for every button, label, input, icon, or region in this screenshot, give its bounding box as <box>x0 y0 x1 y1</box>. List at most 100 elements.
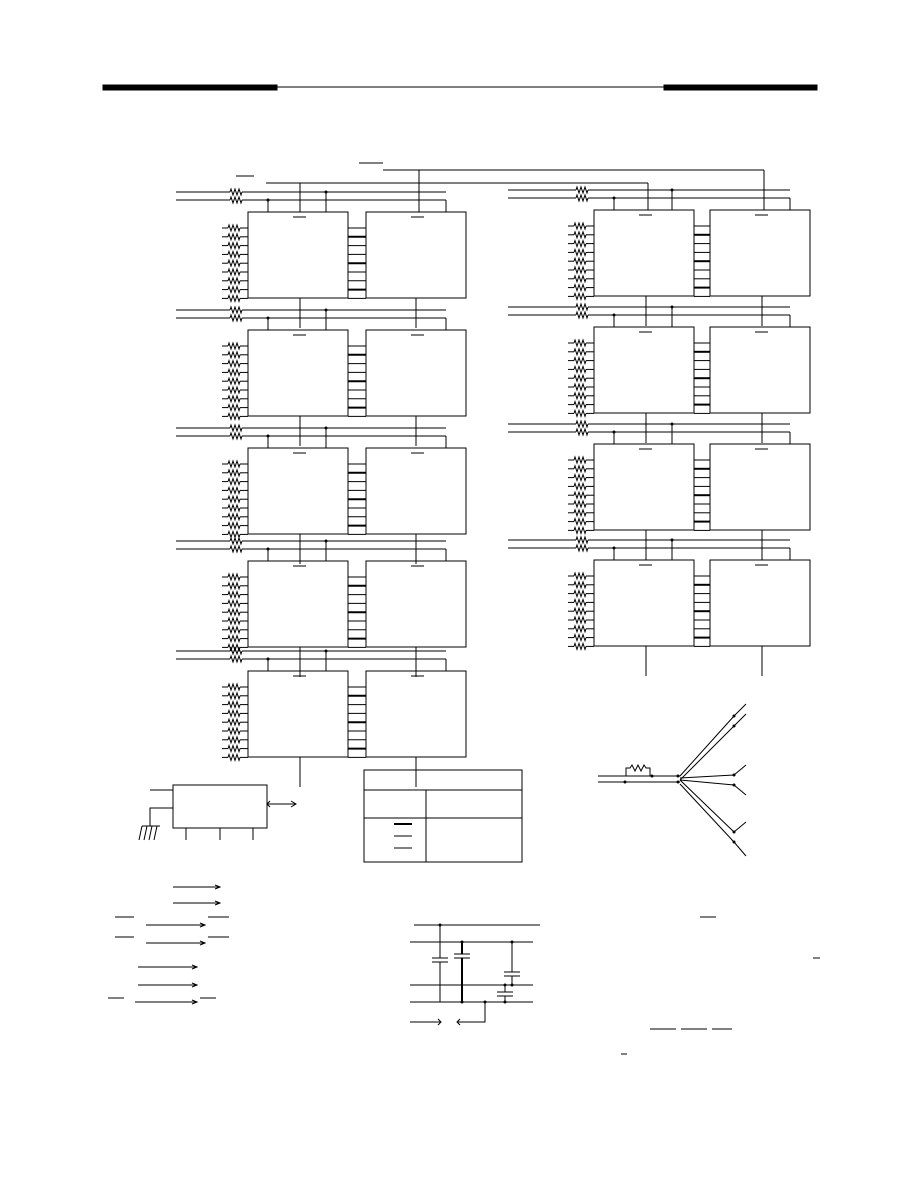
memory-chip <box>247 670 349 758</box>
resistor <box>227 607 241 617</box>
resistor <box>573 347 587 357</box>
resistor <box>227 350 241 360</box>
resistor <box>227 590 241 600</box>
signal-arrows <box>108 884 229 1005</box>
memory-chip <box>365 560 467 648</box>
resistor <box>227 726 241 736</box>
resistor <box>573 641 587 651</box>
resistor <box>575 302 589 312</box>
memory-chip <box>593 209 695 297</box>
memory-chip <box>593 326 695 414</box>
resistor <box>573 373 587 383</box>
resistor <box>227 521 241 531</box>
memory-chip <box>593 559 695 647</box>
resistor <box>573 455 587 465</box>
resistor <box>227 625 241 635</box>
resistor <box>573 624 587 634</box>
resistor <box>227 512 241 522</box>
overbar-marks <box>621 916 820 1055</box>
resistor <box>227 459 241 469</box>
resistor <box>573 256 587 266</box>
resistor <box>227 411 241 421</box>
resistor <box>573 239 587 249</box>
resistor <box>229 305 243 315</box>
resistor <box>573 615 587 625</box>
memory-chip <box>365 447 467 535</box>
resistor <box>573 525 587 535</box>
junction <box>670 422 674 426</box>
resistor <box>227 376 241 386</box>
junction <box>670 305 674 309</box>
resistor <box>227 572 241 582</box>
resistor <box>227 241 241 251</box>
junction <box>324 190 328 194</box>
resistor <box>227 735 241 745</box>
resistor <box>227 249 241 259</box>
resistor <box>229 654 243 664</box>
resistor <box>573 247 587 257</box>
resistor <box>573 580 587 590</box>
resistor <box>573 291 587 301</box>
resistor <box>227 341 241 351</box>
resistor <box>573 221 587 231</box>
memory-chip <box>365 211 467 299</box>
resistor <box>227 267 241 277</box>
resistor <box>227 598 241 608</box>
junction <box>266 316 270 320</box>
junction <box>612 313 616 317</box>
top-bus-lines <box>236 162 765 212</box>
resistor <box>227 477 241 487</box>
resistor <box>229 423 243 433</box>
junction <box>266 434 270 438</box>
resistor <box>229 431 243 441</box>
junction <box>266 198 270 202</box>
resistor <box>573 338 587 348</box>
junction <box>266 547 270 551</box>
memory-chip <box>709 326 811 414</box>
resistor <box>573 606 587 616</box>
resistor <box>227 232 241 242</box>
resistor <box>573 464 587 474</box>
resistor <box>573 490 587 500</box>
resistor <box>227 634 241 644</box>
resistor <box>227 359 241 369</box>
resistor <box>573 274 587 284</box>
resistor <box>573 391 587 401</box>
resistor <box>575 193 589 203</box>
resistor <box>573 508 587 518</box>
header-rules <box>102 84 818 91</box>
capacitor-network <box>410 923 540 1026</box>
junction <box>324 649 328 653</box>
resistor <box>227 285 241 295</box>
resistor <box>227 494 241 504</box>
resistor <box>227 276 241 286</box>
junction <box>670 538 674 542</box>
resistor <box>573 356 587 366</box>
resistor <box>573 408 587 418</box>
resistor <box>227 752 241 762</box>
resistor <box>227 700 241 710</box>
resistor <box>227 717 241 727</box>
resistor <box>229 544 243 554</box>
resistor <box>229 187 243 197</box>
memory-chip <box>247 211 349 299</box>
resistor <box>575 427 589 437</box>
resistor <box>575 185 589 195</box>
resistor <box>573 364 587 374</box>
resistor <box>573 571 587 581</box>
resistor <box>227 258 241 268</box>
resistor <box>227 394 241 404</box>
resistor <box>229 313 243 323</box>
resistor <box>227 403 241 413</box>
detail-table <box>363 769 523 863</box>
resistor <box>573 265 587 275</box>
junction <box>612 196 616 200</box>
resistor <box>227 744 241 754</box>
buffer-block <box>138 784 297 841</box>
resistor <box>229 536 243 546</box>
trace-network <box>598 703 747 857</box>
memory-chip <box>709 559 811 647</box>
junction <box>266 657 270 661</box>
resistor <box>227 616 241 626</box>
memory-chip <box>709 443 811 531</box>
